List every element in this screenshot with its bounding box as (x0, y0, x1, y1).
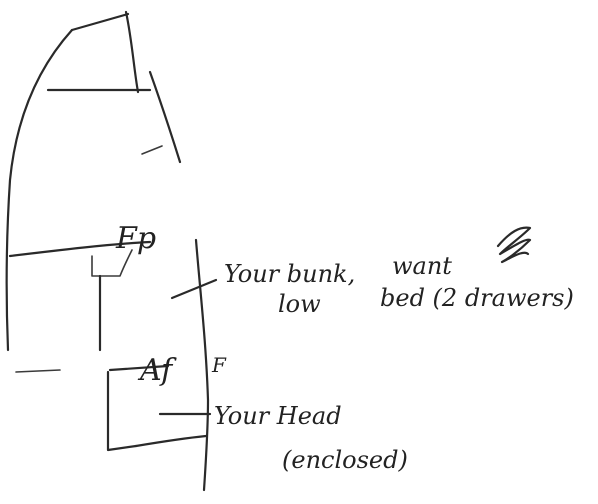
hull-side-right (194, 238, 210, 492)
fp-notch (91, 249, 133, 277)
f-label: F (211, 353, 227, 377)
hull-bow-right (124, 10, 140, 94)
low-label: low (278, 290, 321, 318)
hull-bow-top (70, 12, 130, 32)
your-head-label: Your Head (214, 402, 342, 430)
want-label: want (392, 252, 452, 280)
hull-outline-right (148, 70, 182, 164)
head-enclosure-left (106, 370, 138, 452)
bed-drawers-label: bed (2 drawers) (380, 284, 574, 312)
your-bunk-label: Your bunk, (224, 260, 355, 288)
enclosed-label: (enclosed) (282, 446, 408, 474)
cabin-bulkhead (8, 240, 152, 258)
hull-outline-left (5, 28, 74, 352)
af-label: Af (137, 353, 177, 388)
head-enclosure-bottom (134, 434, 208, 448)
head-enclosure-top (108, 364, 170, 372)
lower-hull-left (15, 369, 61, 373)
scribble-mark (496, 226, 532, 264)
bunk-leader (170, 278, 218, 300)
hull-tick (141, 145, 163, 155)
fp-label: Fp (115, 221, 156, 256)
